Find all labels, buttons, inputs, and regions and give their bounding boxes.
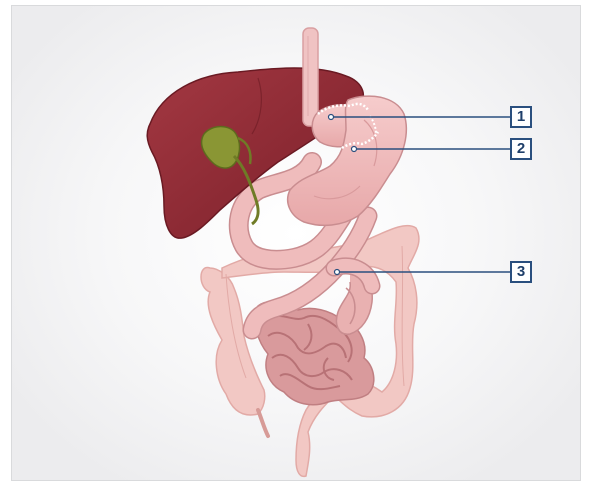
callout-2: 2 bbox=[510, 138, 532, 160]
leader-dot-1 bbox=[329, 115, 334, 120]
leader-dot-3 bbox=[335, 270, 340, 275]
leader-dot-2 bbox=[352, 147, 357, 152]
digestive-system-illustration bbox=[12, 6, 581, 481]
callout-1: 1 bbox=[510, 106, 532, 128]
callout-3: 3 bbox=[510, 261, 532, 283]
diagram-frame: 1 2 3 bbox=[11, 5, 581, 481]
esophagus bbox=[303, 28, 318, 126]
